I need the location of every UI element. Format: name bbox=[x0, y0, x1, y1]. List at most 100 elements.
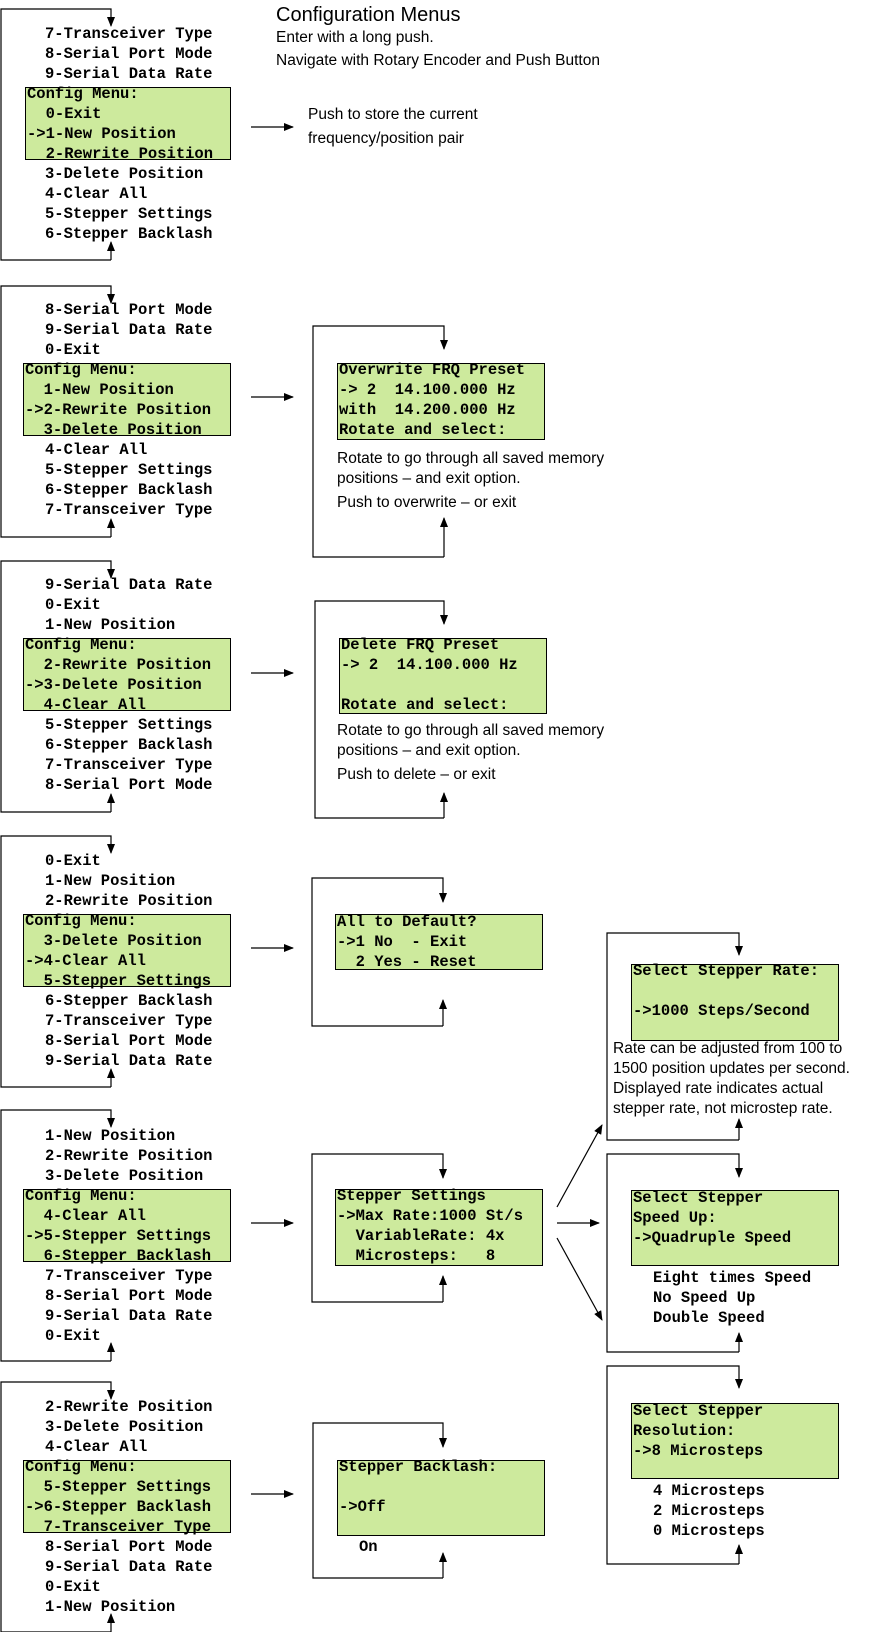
menu-item: 2-Rewrite Position bbox=[45, 892, 213, 910]
menu-item: 0-Exit bbox=[45, 1578, 101, 1596]
lcd-stepper-rate bbox=[631, 964, 839, 1041]
lcd-line: Stepper Backlash: bbox=[339, 1458, 498, 1476]
menu-item: 9-Serial Data Rate bbox=[45, 1307, 213, 1325]
menu-header: Config Menu: bbox=[25, 361, 137, 379]
menu-loop-6 bbox=[0, 1381, 115, 1632]
lcd-line: Select Stepper bbox=[633, 1402, 764, 1420]
menu-loop-3 bbox=[0, 560, 115, 813]
menu-item: 7-Transceiver Type bbox=[45, 501, 213, 519]
menu-item: 5-Stepper Settings bbox=[25, 1478, 212, 1496]
menu-item: 4-Clear All bbox=[45, 1438, 148, 1456]
menu-item: 1-New Position bbox=[45, 616, 176, 634]
note-text: Push to overwrite – or exit bbox=[337, 494, 517, 511]
lcd-line: Resolution: bbox=[633, 1422, 736, 1440]
lcd-delete bbox=[339, 638, 547, 714]
menu-item: 8-Serial Port Mode bbox=[45, 1032, 213, 1050]
menu-header: Config Menu: bbox=[25, 912, 137, 930]
menu-item: 1-New Position bbox=[45, 872, 176, 890]
header-line-1: Enter with a long push. bbox=[276, 29, 434, 46]
menu-item: 5-Stepper Settings bbox=[45, 461, 213, 479]
lcd-line: Select Stepper Rate: bbox=[633, 962, 820, 980]
menu-item: 8-Serial Port Mode bbox=[45, 1287, 213, 1305]
option-text: No Speed Up bbox=[653, 1289, 756, 1307]
menu-loop-4 bbox=[0, 835, 115, 1088]
menu-item: 8-Serial Port Mode bbox=[45, 776, 213, 794]
menu-item: 3-Delete Position bbox=[45, 1167, 204, 1185]
lcd-line: -> 2 14.100.000 Hz bbox=[339, 381, 516, 399]
menu-loop-2 bbox=[0, 285, 115, 538]
dialog-loop-default bbox=[311, 877, 447, 1027]
lcd-default bbox=[335, 914, 543, 970]
lcd-line: ->8 Microsteps bbox=[633, 1442, 764, 1460]
lcd-line: ->1000 Steps/Second bbox=[633, 1002, 810, 1020]
note-text: positions – and exit option. bbox=[337, 742, 521, 759]
menu-header: Config Menu: bbox=[25, 636, 137, 654]
page-title: Configuration Menus bbox=[276, 4, 461, 26]
menu-item: 7-Transceiver Type bbox=[45, 1267, 213, 1285]
option-text: 4 Microsteps bbox=[653, 1482, 765, 1500]
menu-item: 0-Exit bbox=[45, 341, 101, 359]
menu-item: 3-Delete Position bbox=[45, 165, 204, 183]
note-text: Rotate to go through all saved memory bbox=[337, 722, 605, 739]
menu-item: 2-Rewrite Position bbox=[45, 1147, 213, 1165]
speed-loop bbox=[606, 1153, 743, 1353]
note-text: stepper rate, not microstep rate. bbox=[613, 1100, 833, 1117]
branch-rate bbox=[556, 1124, 603, 1208]
note-text: frequency/position pair bbox=[308, 130, 464, 147]
menu-item: 7-Transceiver Type bbox=[45, 1012, 213, 1030]
lcd-line: VariableRate: 4x bbox=[337, 1227, 505, 1245]
lcd-overwrite bbox=[337, 363, 545, 440]
lcd-backlash bbox=[337, 1460, 545, 1536]
lcd-line: Speed Up: bbox=[633, 1209, 717, 1227]
menu-item: 9-Serial Data Rate bbox=[45, 576, 213, 594]
option-text: Eight times Speed bbox=[653, 1269, 812, 1287]
menu-loop-5 bbox=[0, 1109, 115, 1362]
menu-item: 6-Stepper Backlash bbox=[45, 225, 213, 243]
menu-item: 9-Serial Data Rate bbox=[45, 1052, 213, 1070]
menu-item: 6-Stepper Backlash bbox=[45, 481, 213, 499]
lcd-line: Overwrite FRQ Preset bbox=[339, 361, 526, 379]
menu-item: 3-Delete Position bbox=[25, 932, 202, 950]
lcd-line: All to Default? bbox=[337, 913, 477, 931]
menu-item: 1-New Position bbox=[45, 1127, 176, 1145]
lcd-line: ->1 No - Exit bbox=[337, 933, 468, 951]
menu-item: 5-Stepper Settings bbox=[45, 205, 213, 223]
menu-highlight-2 bbox=[23, 363, 231, 436]
header-line-2: Navigate with Rotary Encoder and Push Bu… bbox=[276, 52, 600, 69]
menu-header: Config Menu: bbox=[27, 85, 139, 103]
menu-item: 0-Exit bbox=[45, 1327, 101, 1345]
menu-item: 9-Serial Data Rate bbox=[45, 321, 213, 339]
menu-item: 6-Stepper Backlash bbox=[45, 992, 213, 1010]
menu-item: 7-Transceiver Type bbox=[45, 756, 213, 774]
menu-item: 8-Serial Port Mode bbox=[45, 1538, 213, 1556]
option-text: 2 Microsteps bbox=[653, 1502, 765, 1520]
menu-highlight-6 bbox=[23, 1460, 231, 1533]
menu-item: 0-Exit bbox=[27, 105, 102, 123]
lcd-line: with 14.200.000 Hz bbox=[339, 401, 516, 419]
menu-loop-1 bbox=[0, 8, 115, 261]
menu-item: 6-Stepper Backlash bbox=[45, 736, 213, 754]
menu-item-selected: ->4-Clear All bbox=[25, 952, 146, 970]
lcd-line: ->Max Rate:1000 St/s bbox=[337, 1207, 524, 1225]
branch-resolution bbox=[556, 1237, 603, 1321]
menu-item-selected: ->6-Stepper Backlash bbox=[25, 1498, 212, 1516]
menu-item: 3-Delete Position bbox=[45, 1418, 204, 1436]
menu-item-selected: ->2-Rewrite Position bbox=[25, 401, 212, 419]
menu-item-selected: ->3-Delete Position bbox=[25, 676, 202, 694]
option-text: Double Speed bbox=[653, 1309, 765, 1327]
dialog-loop-delete bbox=[314, 600, 448, 819]
menu-item: 1-New Position bbox=[45, 1598, 176, 1616]
lcd-line: Rotate and select: bbox=[341, 696, 509, 714]
menu-item: 9-Serial Data Rate bbox=[45, 65, 213, 83]
menu-highlight-1 bbox=[25, 87, 231, 160]
menu-item: 8-Serial Port Mode bbox=[45, 301, 213, 319]
menu-item: 1-New Position bbox=[25, 381, 174, 399]
rate-loop bbox=[606, 932, 743, 1141]
menu-item: 5-Stepper Settings bbox=[25, 972, 212, 990]
option-text: On bbox=[359, 1538, 378, 1556]
menu-header: Config Menu: bbox=[25, 1187, 137, 1205]
menu-item: 0-Exit bbox=[45, 596, 101, 614]
lcd-line: 2 Yes - Reset bbox=[337, 953, 477, 971]
note-text: Push to store the current bbox=[308, 106, 478, 123]
